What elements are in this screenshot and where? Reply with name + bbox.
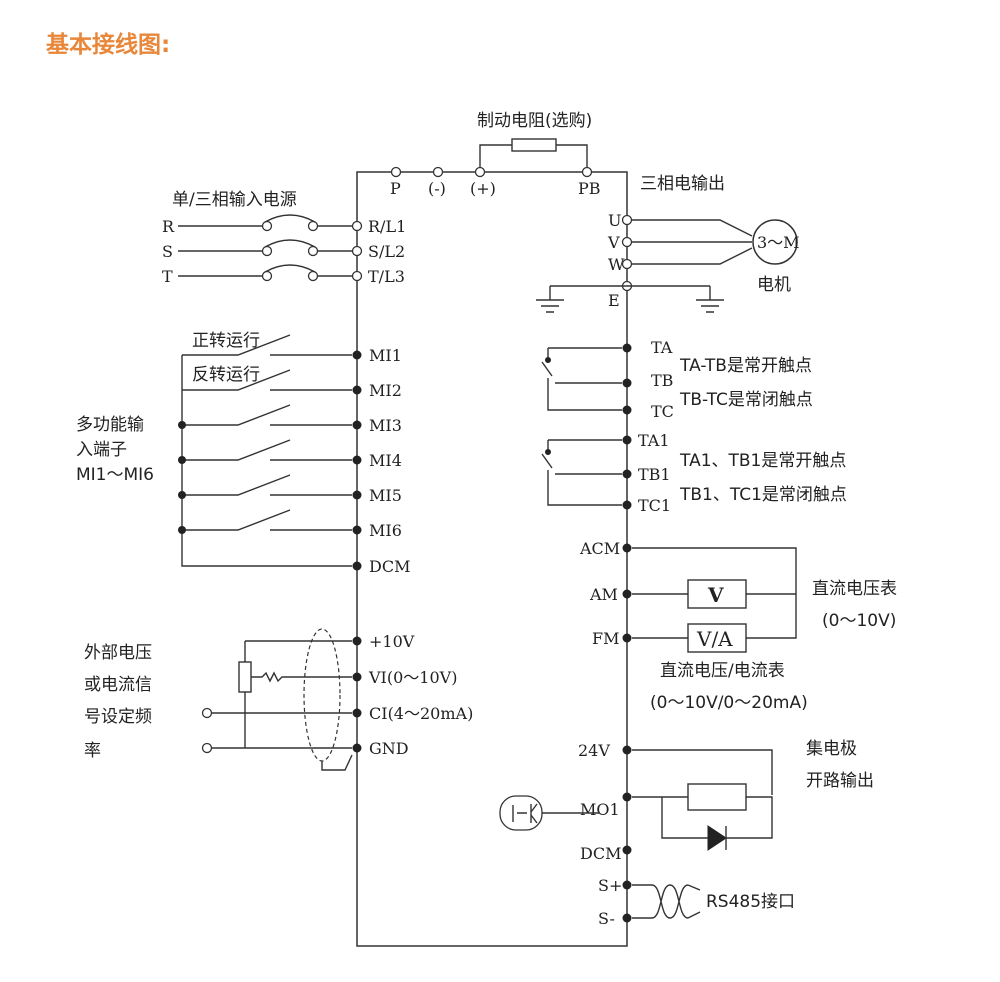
voltmeter bbox=[687, 579, 747, 609]
terminal-MI5: MI5 bbox=[369, 486, 402, 505]
terminal-SL2: S/L2 bbox=[368, 242, 405, 261]
power-input-label: 单/三相输入电源 bbox=[172, 190, 297, 210]
terminal-MI1: MI1 bbox=[369, 346, 402, 365]
terminal-E: E bbox=[608, 291, 620, 310]
motor-output: 三相电输出 U V W E 3～M 电机 bbox=[536, 174, 800, 313]
twisted-pair-icon bbox=[651, 884, 701, 919]
relay-note-1: TA-TB是常开触点 bbox=[679, 356, 812, 376]
volt-ammeter-range: (0～10V/0～20mA) bbox=[650, 693, 808, 713]
terminal-AM: AM bbox=[589, 585, 618, 604]
motor-symbol: 3～M bbox=[757, 233, 800, 252]
motor-icon bbox=[752, 219, 798, 265]
line-S: S bbox=[162, 242, 173, 261]
terminal-P: P bbox=[390, 179, 401, 198]
digital-inputs: 正转运行 反转运行 多功能输 入端子 MI1～MI6 MI1 MI2 MI3 M… bbox=[76, 331, 410, 576]
shield-cable-icon bbox=[303, 628, 341, 762]
inverter-body bbox=[356, 171, 628, 947]
terminal-TC1: TC1 bbox=[638, 496, 671, 515]
terminal-Sminus: S- bbox=[598, 909, 615, 928]
terminal-TA: TA bbox=[651, 338, 673, 357]
analog-group-label-3: 号设定频 bbox=[84, 707, 152, 727]
terminal-plus: (+) bbox=[470, 179, 496, 198]
relay-outputs: TA TB TC TA1 TB1 TC1 TA-TB是常开触点 TB-TC是常闭… bbox=[541, 338, 847, 515]
open-collector-label-1: 集电极 bbox=[806, 739, 857, 759]
terminal-W: W bbox=[608, 255, 625, 274]
open-collector-output: 24V MO1 DCM 集电极 开路输出 bbox=[499, 739, 874, 863]
terminal-VI: VI(0～10V) bbox=[368, 668, 457, 687]
line-R: R bbox=[162, 217, 175, 236]
terminal-RL1: R/L1 bbox=[368, 217, 406, 236]
input-group-label-3: MI1～MI6 bbox=[76, 465, 154, 485]
input-group-label-1: 多功能输 bbox=[76, 415, 144, 435]
terminal-MI6: MI6 bbox=[369, 521, 402, 540]
diode-icon bbox=[707, 825, 727, 851]
terminal-DCM2: DCM bbox=[580, 844, 621, 863]
terminal-TB1: TB1 bbox=[638, 465, 671, 484]
line-T: T bbox=[162, 267, 173, 286]
meter-outputs: ACM AM FM V V/A 直流电压表 (0～10V) 直流电压/电流表 (… bbox=[579, 539, 897, 713]
terminal-MI2: MI2 bbox=[369, 381, 402, 400]
terminal-MI4: MI4 bbox=[369, 451, 402, 470]
voltmeter-range: (0～10V) bbox=[822, 611, 896, 631]
terminal-DCM: DCM bbox=[369, 557, 410, 576]
brake-resistor-label: 制动电阻(选购) bbox=[477, 111, 592, 131]
ground-icon bbox=[536, 299, 564, 313]
analog-group-label-2: 或电流信 bbox=[84, 675, 152, 695]
analog-inputs: 外部电压 或电流信 号设定频 率 +10V VI(0～10V) CI(4～20m… bbox=[84, 628, 473, 771]
volt-ammeter-symbol: V/A bbox=[696, 627, 733, 651]
motor-output-label: 三相电输出 bbox=[640, 174, 725, 194]
terminal-U: U bbox=[608, 211, 621, 230]
terminal-CI: CI(4～20mA) bbox=[369, 704, 473, 723]
terminal-TC: TC bbox=[651, 402, 674, 421]
terminal-TA1: TA1 bbox=[638, 431, 670, 450]
analog-group-label-1: 外部电压 bbox=[84, 643, 152, 663]
forward-run-label: 正转运行 bbox=[192, 331, 260, 351]
motor-label: 电机 bbox=[757, 275, 791, 295]
ground-icon bbox=[696, 299, 724, 313]
terminal-MI3: MI3 bbox=[369, 416, 402, 435]
rs485-interface: S+ S- RS485接口 bbox=[598, 876, 795, 928]
terminal-FM: FM bbox=[592, 629, 619, 648]
input-group-label-2: 入端子 bbox=[76, 440, 127, 460]
terminal-minus: (-) bbox=[428, 179, 446, 198]
dc-bus-terminals: P (-) (+) PB bbox=[390, 166, 601, 198]
terminal-MO1: MO1 bbox=[580, 800, 620, 819]
relay-note-3: TA1、TB1是常开触点 bbox=[679, 451, 846, 471]
relay-note-4: TB1、TC1是常闭触点 bbox=[679, 485, 847, 505]
reverse-run-label: 反转运行 bbox=[192, 365, 260, 385]
open-collector-label-2: 开路输出 bbox=[806, 771, 874, 791]
terminal-Splus: S+ bbox=[598, 876, 622, 895]
terminal-10v: +10V bbox=[369, 632, 415, 651]
power-input: 单/三相输入电源 R S T R/L1 S/L2 T/L3 bbox=[162, 190, 406, 286]
rs485-label: RS485接口 bbox=[706, 892, 795, 912]
diagram-title: 基本接线图: bbox=[46, 31, 170, 58]
terminal-ACM: ACM bbox=[579, 539, 620, 558]
analog-group-label-4: 率 bbox=[84, 741, 101, 761]
terminal-TB: TB bbox=[651, 371, 673, 390]
volt-ammeter-label: 直流电压/电流表 bbox=[660, 661, 785, 681]
terminal-V: V bbox=[607, 233, 620, 252]
relay-note-2: TB-TC是常闭触点 bbox=[679, 390, 813, 410]
terminal-24V: 24V bbox=[578, 741, 610, 760]
terminal-PB: PB bbox=[578, 179, 601, 198]
volt-ammeter bbox=[687, 623, 747, 653]
terminal-TL3: T/L3 bbox=[368, 267, 405, 286]
load-resistor bbox=[687, 783, 747, 811]
terminal-GND: GND bbox=[369, 739, 409, 758]
brake-resistor: 制动电阻(选购) bbox=[477, 111, 592, 172]
voltmeter-symbol: V bbox=[707, 583, 724, 607]
voltmeter-label: 直流电压表 bbox=[812, 579, 897, 599]
